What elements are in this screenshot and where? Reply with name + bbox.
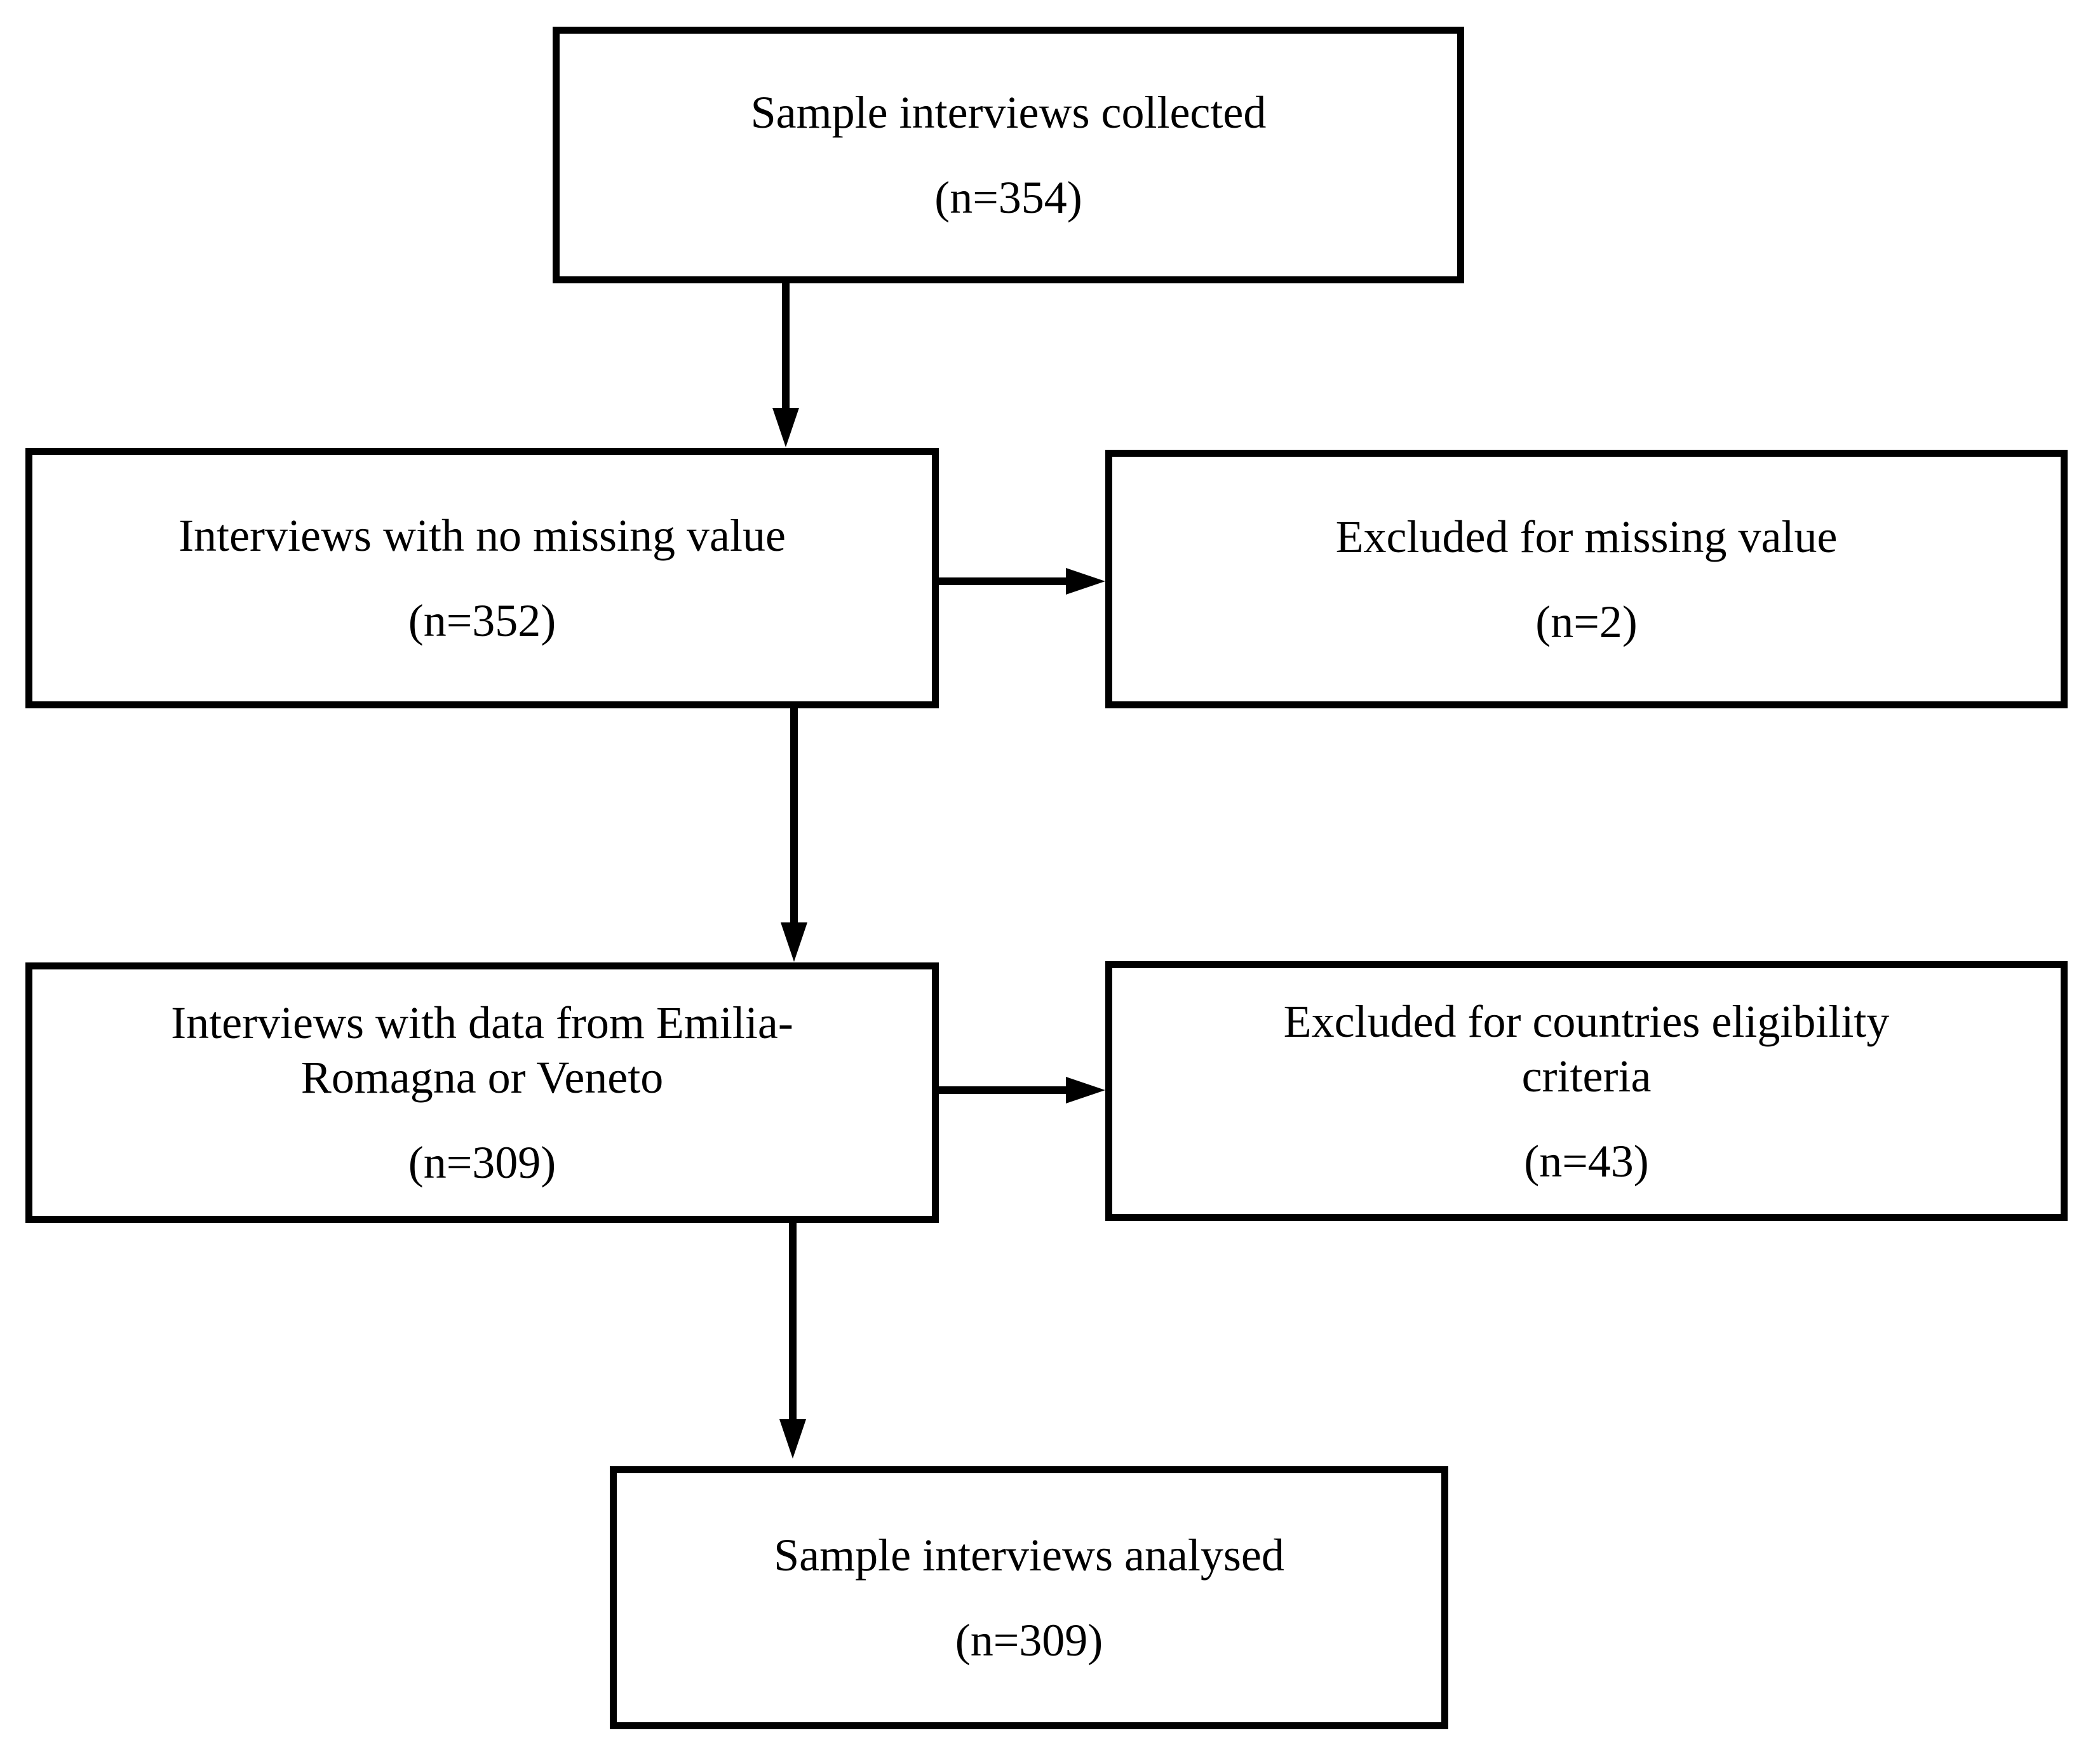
- node-count: (n=309): [408, 1137, 556, 1188]
- node-interviews-emilia-romagna-veneto: Interviews with data from Emilia-Romagna…: [25, 962, 939, 1223]
- arrow-emilia-to-analysed-shaft: [789, 1223, 797, 1420]
- node-label: Sample interviews analysed: [774, 1530, 1284, 1581]
- node-count: (n=309): [955, 1615, 1103, 1666]
- node-label: Excluded for missing value: [1335, 511, 1838, 562]
- node-sample-interviews-analysed: Sample interviews analysed (n=309): [610, 1466, 1448, 1729]
- node-count: (n=352): [408, 595, 556, 646]
- arrowhead-down: [781, 922, 807, 962]
- arrow-top-to-no-missing-shaft: [782, 282, 790, 409]
- node-excluded-countries-eligibility: Excluded for countries eligibility crite…: [1105, 961, 2068, 1221]
- arrowhead-right: [1066, 1077, 1105, 1103]
- arrow-emilia-to-excluded-countries-shaft: [939, 1086, 1067, 1094]
- node-label: Interviews with no missing value: [178, 510, 786, 561]
- node-sample-interviews-collected: Sample interviews collected (n=354): [553, 27, 1464, 283]
- node-count: (n=43): [1524, 1135, 1649, 1187]
- node-label: Excluded for countries eligibility crite…: [1283, 995, 1890, 1102]
- arrow-no-missing-to-emilia-shaft: [790, 708, 798, 923]
- arrowhead-down: [779, 1419, 806, 1459]
- node-count: (n=2): [1535, 596, 1638, 647]
- node-label: Sample interviews collected: [750, 87, 1267, 138]
- node-interviews-no-missing-value: Interviews with no missing value (n=352): [25, 448, 939, 708]
- node-count: (n=354): [934, 172, 1082, 223]
- arrow-no-missing-to-excluded-shaft: [939, 577, 1067, 585]
- node-label: Interviews with data from Emilia-Romagna…: [171, 997, 793, 1103]
- node-excluded-missing-value: Excluded for missing value (n=2): [1105, 450, 2068, 708]
- arrowhead-down: [772, 408, 799, 447]
- arrowhead-right: [1066, 568, 1105, 595]
